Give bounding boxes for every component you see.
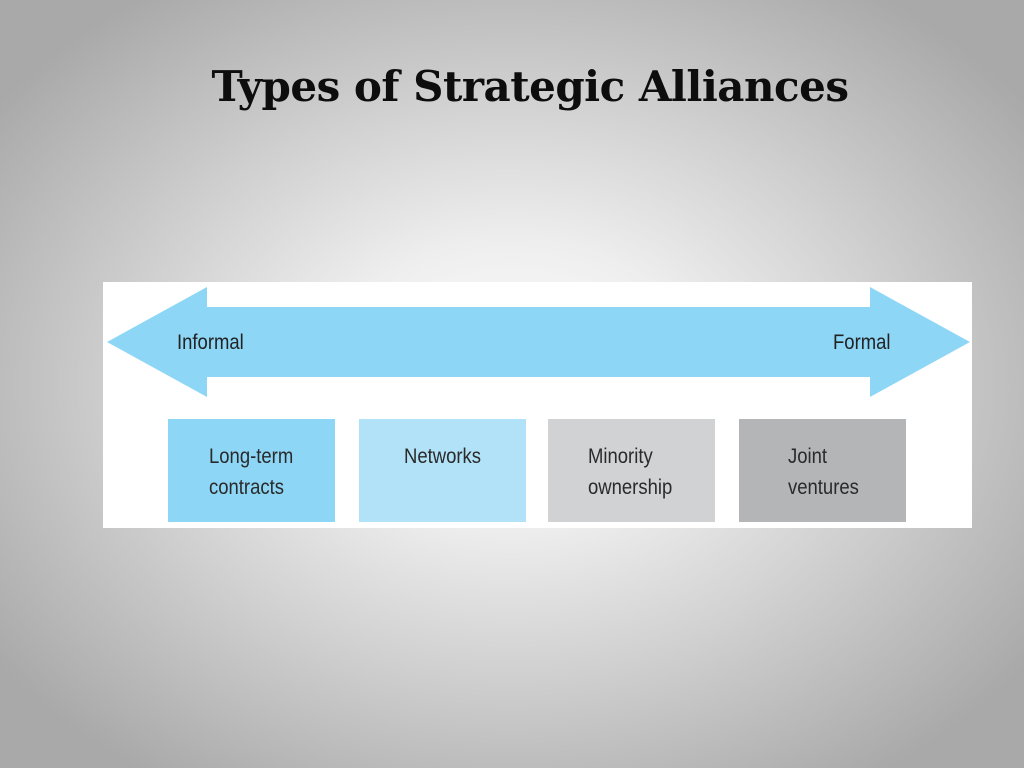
box-label: Joint ventures [788, 445, 859, 499]
arrow-label-formal: Formal [833, 331, 891, 354]
double-arrow-graphic [107, 287, 970, 397]
double-headed-arrow [107, 287, 970, 397]
box-label: Long-term contracts [209, 445, 294, 499]
box-label: Minority ownership [588, 445, 673, 499]
box-networks: Networks [359, 419, 526, 522]
slide-title: Types of Strategic Alliances [211, 62, 849, 111]
box-minority-ownership: Minority ownership [548, 419, 715, 522]
arrow-label-informal: Informal [177, 331, 244, 354]
box-long-term-contracts: Long-term contracts [168, 419, 335, 522]
alliance-spectrum-diagram: Informal Formal Long-term contracts Netw… [103, 282, 972, 528]
box-joint-ventures: Joint ventures [739, 419, 906, 522]
box-label: Networks [404, 445, 482, 468]
